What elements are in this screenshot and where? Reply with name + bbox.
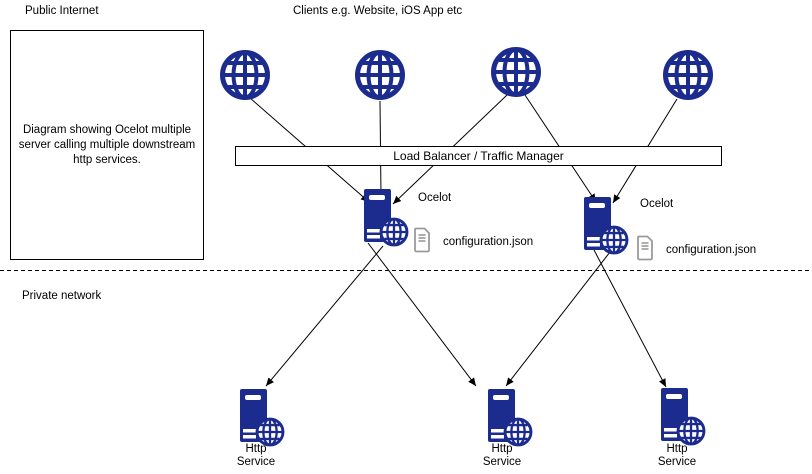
public-internet-label: Public Internet [25, 5, 99, 17]
server-globe-icon [364, 189, 409, 247]
service-label-line2: Service [236, 456, 276, 468]
service-label: Http Service [216, 443, 296, 469]
server-globe-icon [661, 388, 706, 446]
arrow-ocelot1-service2 [367, 242, 477, 387]
load-balancer-box: Load Balancer / Traffic Manager [235, 146, 722, 166]
service-label-line1: Http [666, 443, 688, 455]
arrow-ocelot1-service1 [265, 245, 384, 387]
server-globe-icon [240, 389, 285, 447]
clients-label: Clients e.g. Website, iOS App etc [293, 5, 463, 17]
document-icon [414, 227, 430, 253]
load-balancer-label: Load Balancer / Traffic Manager [393, 149, 564, 163]
document-icon [637, 235, 653, 261]
config-file-label: configuration.json [443, 236, 534, 248]
service-label-line2: Service [657, 456, 697, 468]
ocelot-to-service-arrows [265, 242, 667, 388]
service-label-line1: Http [245, 443, 267, 455]
ocelot-label: Ocelot [640, 198, 674, 210]
server-globe-icon [488, 389, 533, 447]
service-label-line1: Http [491, 443, 513, 455]
globe-icon [354, 49, 406, 101]
ocelot-label: Ocelot [418, 192, 452, 204]
private-network-label: Private network [22, 290, 102, 302]
server-globe-icon [584, 197, 629, 255]
service-label-line2: Service [482, 456, 522, 468]
globe-icon [219, 49, 271, 101]
config-file-label: configuration.json [666, 244, 757, 256]
description-text: Diagram showing Ocelot multiple server c… [18, 123, 196, 166]
service-label: Http Service [462, 443, 542, 469]
description-box: Diagram showing Ocelot multiple server c… [10, 30, 204, 260]
globe-icon [662, 49, 714, 101]
globe-icon [490, 46, 542, 98]
arrow-ocelot2-service3 [593, 249, 667, 388]
service-label: Http Service [637, 443, 717, 469]
arrow-ocelot2-service2 [505, 251, 611, 387]
